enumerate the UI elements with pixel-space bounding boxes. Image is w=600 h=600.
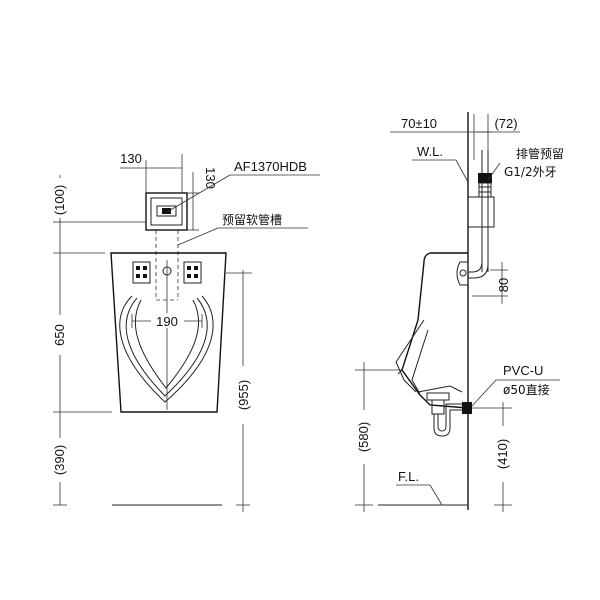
bracket: 80 [456,261,511,304]
pvc-leader: PVC-U ø50直接 [471,363,560,407]
pvc-label-2: ø50直接 [503,382,550,397]
dim-top-height-label: 130 [203,167,218,189]
dim-left-chain: (100) 650 (390) [52,175,146,506]
dim-390-label: (390) [52,445,67,475]
model-label: AF1370HDB [234,159,307,174]
dim-top-height: 130 [187,167,218,231]
dim-top-side: 70±10 (72) [390,114,520,160]
pvc-label-1: PVC-U [503,363,543,378]
water-line-label: W.L. [417,144,443,159]
urinal-body-front [110,252,227,413]
dim-410: (410) [472,402,512,512]
drain-reserve-label-1: 排管预留 [516,146,564,161]
water-line-leader: W.L. [412,144,469,183]
dim-70-label: 70±10 [401,116,437,131]
dim-190-label: 190 [156,314,178,329]
dim-100-label: (100) [52,185,67,215]
side-view: 80 70±10 (72) [355,112,564,512]
trap-assembly [417,385,472,437]
dim-top-width-label: 130 [120,151,142,166]
supply-pipe [467,150,495,279]
hose-slot-leader: 预留软管槽 [177,212,308,246]
dim-190: 190 [131,313,203,329]
dim-72-label: (72) [494,116,517,131]
dim-top-width: 130 [120,151,183,193]
urinal-body-side [401,252,469,409]
hose-slot-label: 预留软管槽 [222,212,282,227]
drain-reserve-label-2: G1/2外牙 [504,165,557,179]
floor-line-label: F.L. [398,469,419,484]
sensor-valve-box [145,192,188,231]
dim-955-label: (955) [236,380,251,410]
dim-650-label: 650 [52,324,67,346]
dim-580-label: (580) [356,422,371,452]
model-leader: AF1370HDB [166,159,320,213]
bowl-contour [119,295,214,403]
drain-reserve-leader: 排管预留 G1/2外牙 [487,146,564,181]
floor-line-side: F.L. [378,469,468,506]
front-view: 190 130 130 AF1370HDB 预留软管槽 [52,151,320,512]
dim-410-label: (410) [495,439,510,469]
dim-955: (955) [226,270,252,512]
dim-580: (580) [355,362,402,512]
dim-80-label: 80 [496,278,511,292]
mounting-holes [132,261,202,284]
